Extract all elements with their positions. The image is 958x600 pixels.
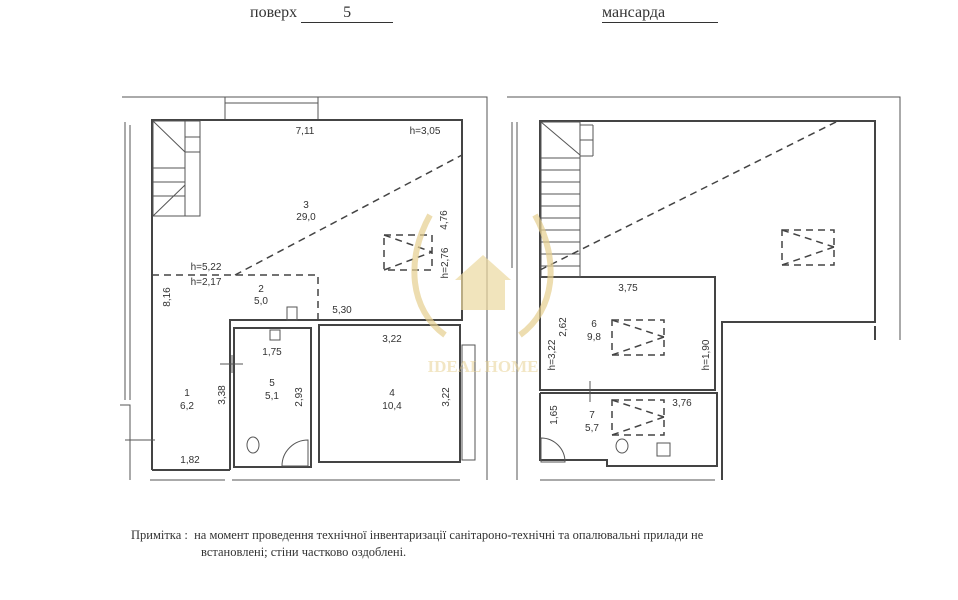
room-area: 5,7 <box>585 423 599 434</box>
dim-label: 2,62 <box>558 317 569 337</box>
footnote: Примітка : на момент проведення технічно… <box>131 527 703 561</box>
shower-icon <box>540 437 566 463</box>
roof-slope-line <box>539 120 839 271</box>
room-3-wall <box>151 119 463 470</box>
room-area: 5,0 <box>254 296 268 307</box>
room-area: 29,0 <box>296 212 316 223</box>
height-label: h=5,22 <box>191 262 222 273</box>
room-number: 6 <box>591 319 597 330</box>
room-number: 7 <box>589 410 595 421</box>
dim-label: 3,22 <box>382 334 402 345</box>
height-label: h=2,17 <box>191 277 222 288</box>
roof-slope-line <box>234 154 463 276</box>
height-label: h=1,90 <box>701 339 712 370</box>
riser <box>286 306 298 321</box>
floor-label: поверх <box>250 4 298 21</box>
window <box>461 344 476 461</box>
riser <box>656 442 671 457</box>
skylight <box>611 399 665 436</box>
watermark-text: IDEAL HOME <box>428 357 539 376</box>
room-5-bathroom <box>233 327 312 468</box>
dim-label: 2,93 <box>294 387 305 407</box>
room-4 <box>318 324 461 463</box>
dim-label: 7,11 <box>296 126 315 137</box>
laurel-icon <box>518 213 554 338</box>
floor5-plan: 7,11 h=3,05 h=5,22 h=2,17 8,16 5,30 3,22… <box>120 96 488 481</box>
toilet-icon <box>615 438 629 454</box>
height-label: h=2,76 <box>440 247 451 278</box>
attic-plan: 3,75 2,62 h=3,22 h=1,90 3,76 1,65 6 9,8 … <box>507 96 901 481</box>
height-label: h=3,22 <box>547 339 558 370</box>
dim-label: 3,22 <box>441 387 452 407</box>
dim-label: 3,38 <box>217 385 228 405</box>
dim-label: 8,16 <box>162 287 173 307</box>
floor-label-row: поверх 5 <box>250 4 394 23</box>
room-area: 5,1 <box>265 391 279 402</box>
note-label: Примітка : <box>131 528 188 542</box>
skylight <box>611 319 665 356</box>
shower-icon <box>281 439 309 467</box>
height-label: h=3,05 <box>410 126 441 137</box>
room-number: 4 <box>389 388 395 399</box>
laurel-icon <box>411 213 447 338</box>
dim-label: 1,75 <box>262 347 282 358</box>
dim-label: 1,82 <box>180 455 200 466</box>
staircase <box>152 120 201 217</box>
window <box>224 96 319 121</box>
dim-label: 5,30 <box>332 305 352 316</box>
watermark-logo: IDEAL HOME <box>411 213 554 376</box>
room-area: 9,8 <box>587 332 601 343</box>
attic-wall <box>539 120 876 480</box>
room-6 <box>539 276 716 391</box>
room-area: 10,4 <box>382 401 402 412</box>
room-number: 2 <box>258 284 264 295</box>
room-number: 5 <box>269 378 275 389</box>
mezzanine-line <box>152 274 319 320</box>
outer-wall <box>122 96 488 480</box>
outer-wall <box>507 96 901 340</box>
dim-label: 3,75 <box>618 283 638 294</box>
room-number: 1 <box>184 388 190 399</box>
skylight <box>383 234 433 271</box>
skylight <box>781 229 835 266</box>
room-area: 6,2 <box>180 401 194 412</box>
floor-value: 5 <box>301 4 394 23</box>
dim-label: 3,76 <box>672 398 692 409</box>
dim-label: 4,76 <box>439 210 450 230</box>
toilet-icon <box>246 436 260 454</box>
note-line-1: на момент проведення технічної інвентари… <box>194 528 704 542</box>
house-icon <box>455 255 511 310</box>
dim-label: 1,65 <box>549 405 560 425</box>
room-7 <box>539 392 718 467</box>
note-line-2: встановлені; стіни частково оздоблені. <box>201 545 407 559</box>
attic-label: мансарда <box>602 4 718 23</box>
room-number: 3 <box>303 200 309 211</box>
attic-label-row: мансарда <box>602 4 718 23</box>
